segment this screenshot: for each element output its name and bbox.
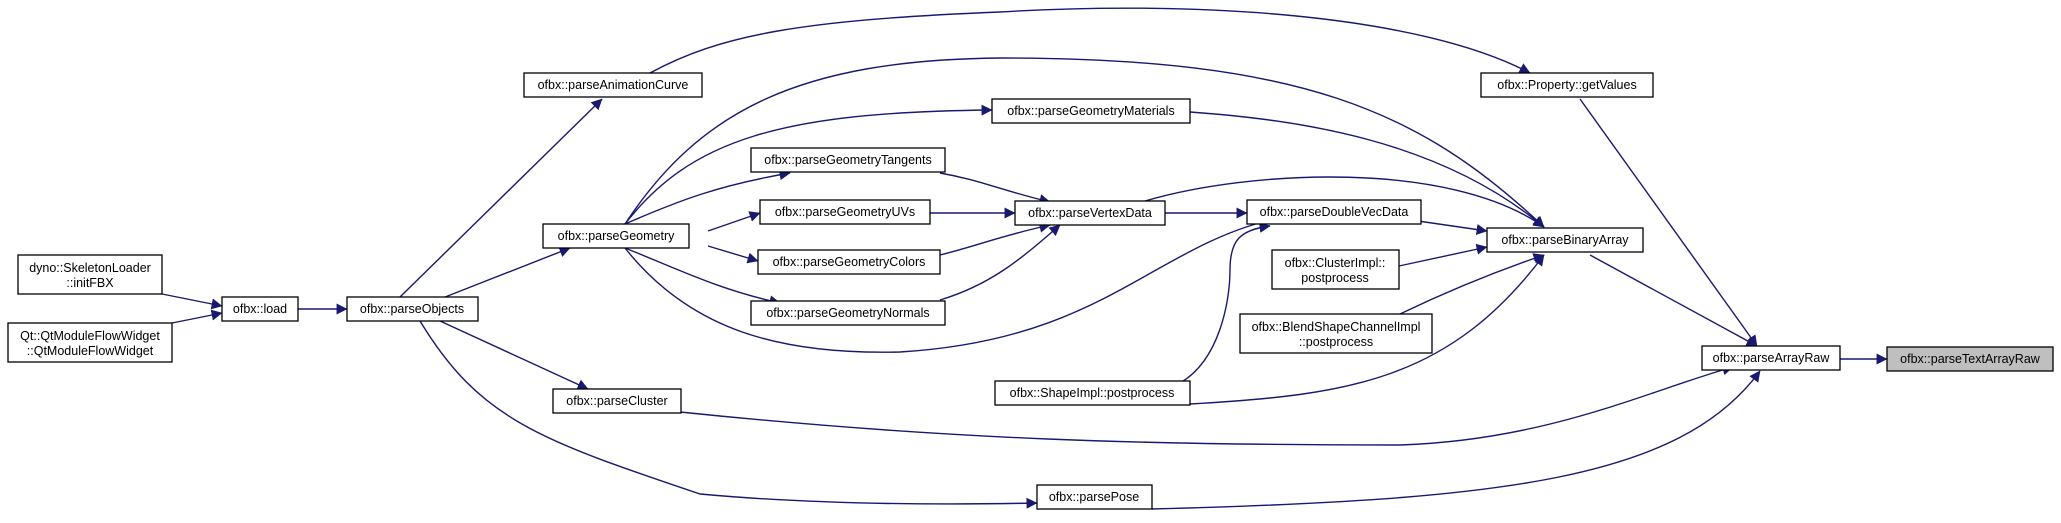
edge-geometry-to-tangents (624, 169, 791, 225)
node-parse-text-array-raw[interactable]: ofbx::parseTextArrayRaw (1886, 346, 2054, 372)
node-label: ofbx::parseGeometryUVs (775, 205, 915, 219)
node-parse-binary-array[interactable]: ofbx::parseBinaryArray (1486, 227, 1644, 253)
node-label: ofbx::parseCluster (566, 394, 667, 408)
node-label: ofbx::parseGeometryNormals (766, 306, 929, 320)
edge-geometry-to-binary-array (624, 57, 1545, 228)
node-label: ofbx::parseBinaryArray (1501, 233, 1629, 247)
node-parse-geometry-materials[interactable]: ofbx::parseGeometryMaterials (991, 98, 1191, 124)
node-parse-objects[interactable]: ofbx::parseObjects (346, 296, 479, 322)
node-label: dyno::SkeletonLoader (29, 261, 151, 275)
edge-qt-widget-to-load (171, 309, 223, 324)
node-label: ofbx::parseTextArrayRaw (1900, 352, 2041, 366)
node-parse-geometry-colors[interactable]: ofbx::parseGeometryColors (757, 249, 941, 275)
edge-shape-impl-to-binary-array (1189, 254, 1545, 405)
edge-normals-to-vertex-data (939, 224, 1061, 301)
node-parse-vertex-data[interactable]: ofbx::parseVertexData (1014, 200, 1166, 226)
edge-binary-array-to-array-raw (1589, 254, 1758, 347)
edge-colors-to-vertex-data (939, 221, 1051, 256)
node-skeleton-loader[interactable]: dyno::SkeletonLoader ::initFBX (17, 254, 163, 295)
edge-geometry-to-double-vec-data (624, 217, 1271, 353)
edge-geometry-to-normals (624, 247, 781, 307)
edge-tangents-to-vertex-data (939, 172, 1051, 205)
edge-materials-to-binary-array (1189, 111, 1545, 228)
nodes: dyno::SkeletonLoader ::initFBX Qt::QtMod… (7, 72, 2054, 510)
node-label: ofbx::parseArrayRaw (1713, 351, 1831, 365)
node-parse-double-vec-data[interactable]: ofbx::parseDoubleVecData (1246, 199, 1422, 225)
node-label: ofbx::ClusterImpl:: (1285, 256, 1386, 270)
edges (161, 7, 1888, 510)
node-parse-geometry-uvs[interactable]: ofbx::parseGeometryUVs (759, 199, 931, 225)
edge-pose-to-array-raw (1151, 370, 1761, 510)
node-label: ofbx::parseDoubleVecData (1260, 205, 1409, 219)
edge-geometry-to-colors (707, 245, 759, 264)
node-label: Qt::QtModuleFlowWidget (20, 329, 160, 343)
edge-geometry-to-uvs (707, 211, 761, 232)
node-blend-shape-channel-postprocess[interactable]: ofbx::BlendShapeChannelImpl ::postproces… (1239, 313, 1433, 354)
node-label: ::initFBX (66, 276, 114, 290)
node-label: ofbx::parseGeometryTangents (764, 153, 931, 167)
node-property-get-values[interactable]: ofbx::Property::getValues (1480, 72, 1654, 98)
edge-shape-impl-to-double-vec-data (1179, 221, 1271, 384)
node-label: ofbx::ShapeImpl::postprocess (1010, 386, 1175, 400)
node-label: ofbx::parseVertexData (1028, 206, 1152, 220)
node-shape-impl-postprocess[interactable]: ofbx::ShapeImpl::postprocess (994, 380, 1191, 406)
edge-skeleton-loader-to-load (161, 293, 223, 310)
edge-vertex-data-to-binary-array (1144, 176, 1545, 228)
node-label: postprocess (1301, 271, 1368, 285)
node-label: ofbx::parsePose (1049, 490, 1139, 504)
node-cluster-impl-postprocess[interactable]: ofbx::ClusterImpl:: postprocess (1271, 249, 1400, 290)
edge-parse-objects-to-cluster (439, 320, 589, 390)
node-parse-geometry-normals[interactable]: ofbx::parseGeometryNormals (750, 300, 946, 326)
node-parse-pose[interactable]: ofbx::parsePose (1036, 484, 1153, 510)
node-parse-cluster[interactable]: ofbx::parseCluster (552, 388, 682, 414)
node-label: ofbx::parseObjects (360, 302, 464, 316)
node-load[interactable]: ofbx::load (221, 296, 299, 322)
edge-geometry-to-materials (624, 104, 993, 225)
node-parse-geometry-tangents[interactable]: ofbx::parseGeometryTangents (750, 147, 946, 173)
edge-cluster-impl-to-binary-array (1398, 243, 1488, 267)
node-qt-module-flow-widget[interactable]: Qt::QtModuleFlowWidget ::QtModuleFlowWid… (7, 322, 173, 363)
node-parse-animation-curve[interactable]: ofbx::parseAnimationCurve (523, 72, 703, 98)
node-parse-geometry[interactable]: ofbx::parseGeometry (542, 223, 690, 249)
node-label: ofbx::parseGeometryMaterials (1007, 104, 1174, 118)
edge-animation-curve-to-get-values (649, 7, 1531, 74)
edge-double-vec-data-to-binary-array (1417, 220, 1488, 235)
node-label: ofbx::parseGeometryColors (773, 255, 926, 269)
node-label: ofbx::BlendShapeChannelImpl (1252, 320, 1421, 334)
node-parse-array-raw[interactable]: ofbx::parseArrayRaw (1701, 345, 1841, 371)
node-label: ofbx::load (233, 302, 287, 316)
edge-parse-objects-to-pose (419, 320, 1038, 509)
edge-get-values-to-array-raw (1579, 98, 1758, 347)
node-label: ::postprocess (1299, 335, 1373, 349)
node-label: ofbx::parseGeometry (558, 229, 675, 243)
edge-blend-shape-to-binary-array (1399, 253, 1545, 315)
edge-parse-objects-to-animation-curve (399, 98, 603, 298)
node-label: ofbx::parseAnimationCurve (538, 78, 689, 92)
edge-parse-objects-to-geometry (439, 246, 571, 300)
edge-cluster-to-array-raw (679, 364, 1734, 446)
node-label: ofbx::Property::getValues (1497, 78, 1636, 92)
node-label: ::QtModuleFlowWidget (27, 344, 154, 358)
